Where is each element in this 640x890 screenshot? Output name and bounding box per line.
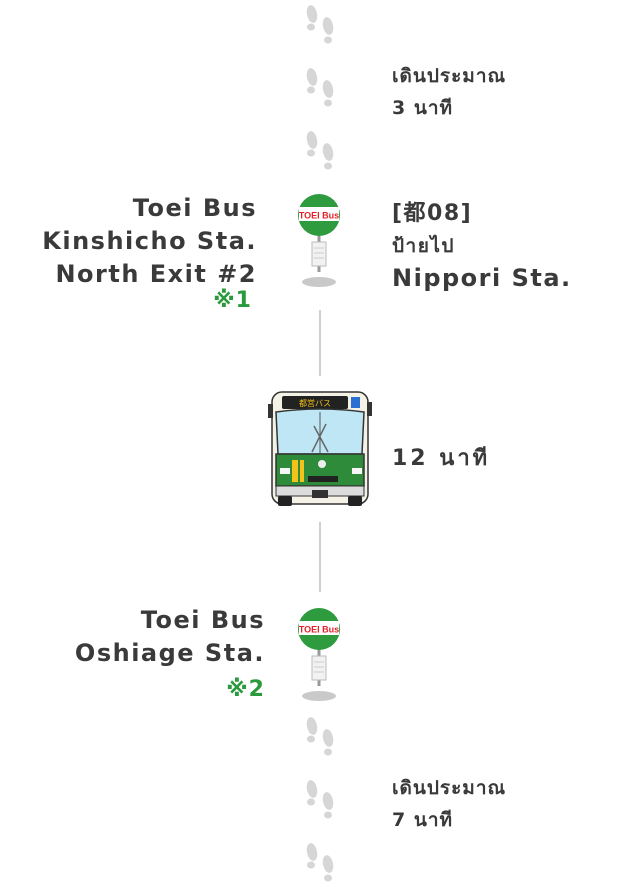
footprints-icon — [305, 130, 335, 170]
footprints-icon — [305, 779, 335, 819]
footnote-mark: ※2 — [226, 677, 265, 702]
stop-name-kinshicho: Toei Bus Kinshicho Sta. North Exit #2 — [42, 194, 257, 288]
bus-stop-label: TOEI Bus — [299, 211, 339, 221]
bus-icon: 都営バス — [268, 391, 372, 506]
route-line — [319, 310, 321, 376]
bus-stop-icon: TOEI Bus — [298, 194, 342, 289]
footprints-icon — [305, 842, 335, 882]
walk-time-bottom: เดินประมาณ 7 นาที — [392, 777, 507, 831]
walk-time-top: เดินประมาณ 3 นาที — [392, 65, 507, 119]
bus-stop-label: TOEI Bus — [299, 625, 339, 635]
route-info: [都08] ป้ายไป Nippori Sta. — [392, 201, 572, 292]
ride-duration: 12 นาที — [392, 446, 491, 471]
footprints-icon — [305, 716, 335, 756]
footnote-mark: ※1 — [213, 288, 252, 313]
footprints-icon — [305, 4, 335, 44]
stop-name-oshiage: Toei Bus Oshiage Sta. — [74, 606, 265, 667]
route-line — [319, 522, 321, 592]
footprints-icon — [305, 67, 335, 107]
bus-destination-label: 都営バス — [299, 398, 331, 408]
bus-stop-icon: TOEI Bus — [298, 608, 342, 703]
